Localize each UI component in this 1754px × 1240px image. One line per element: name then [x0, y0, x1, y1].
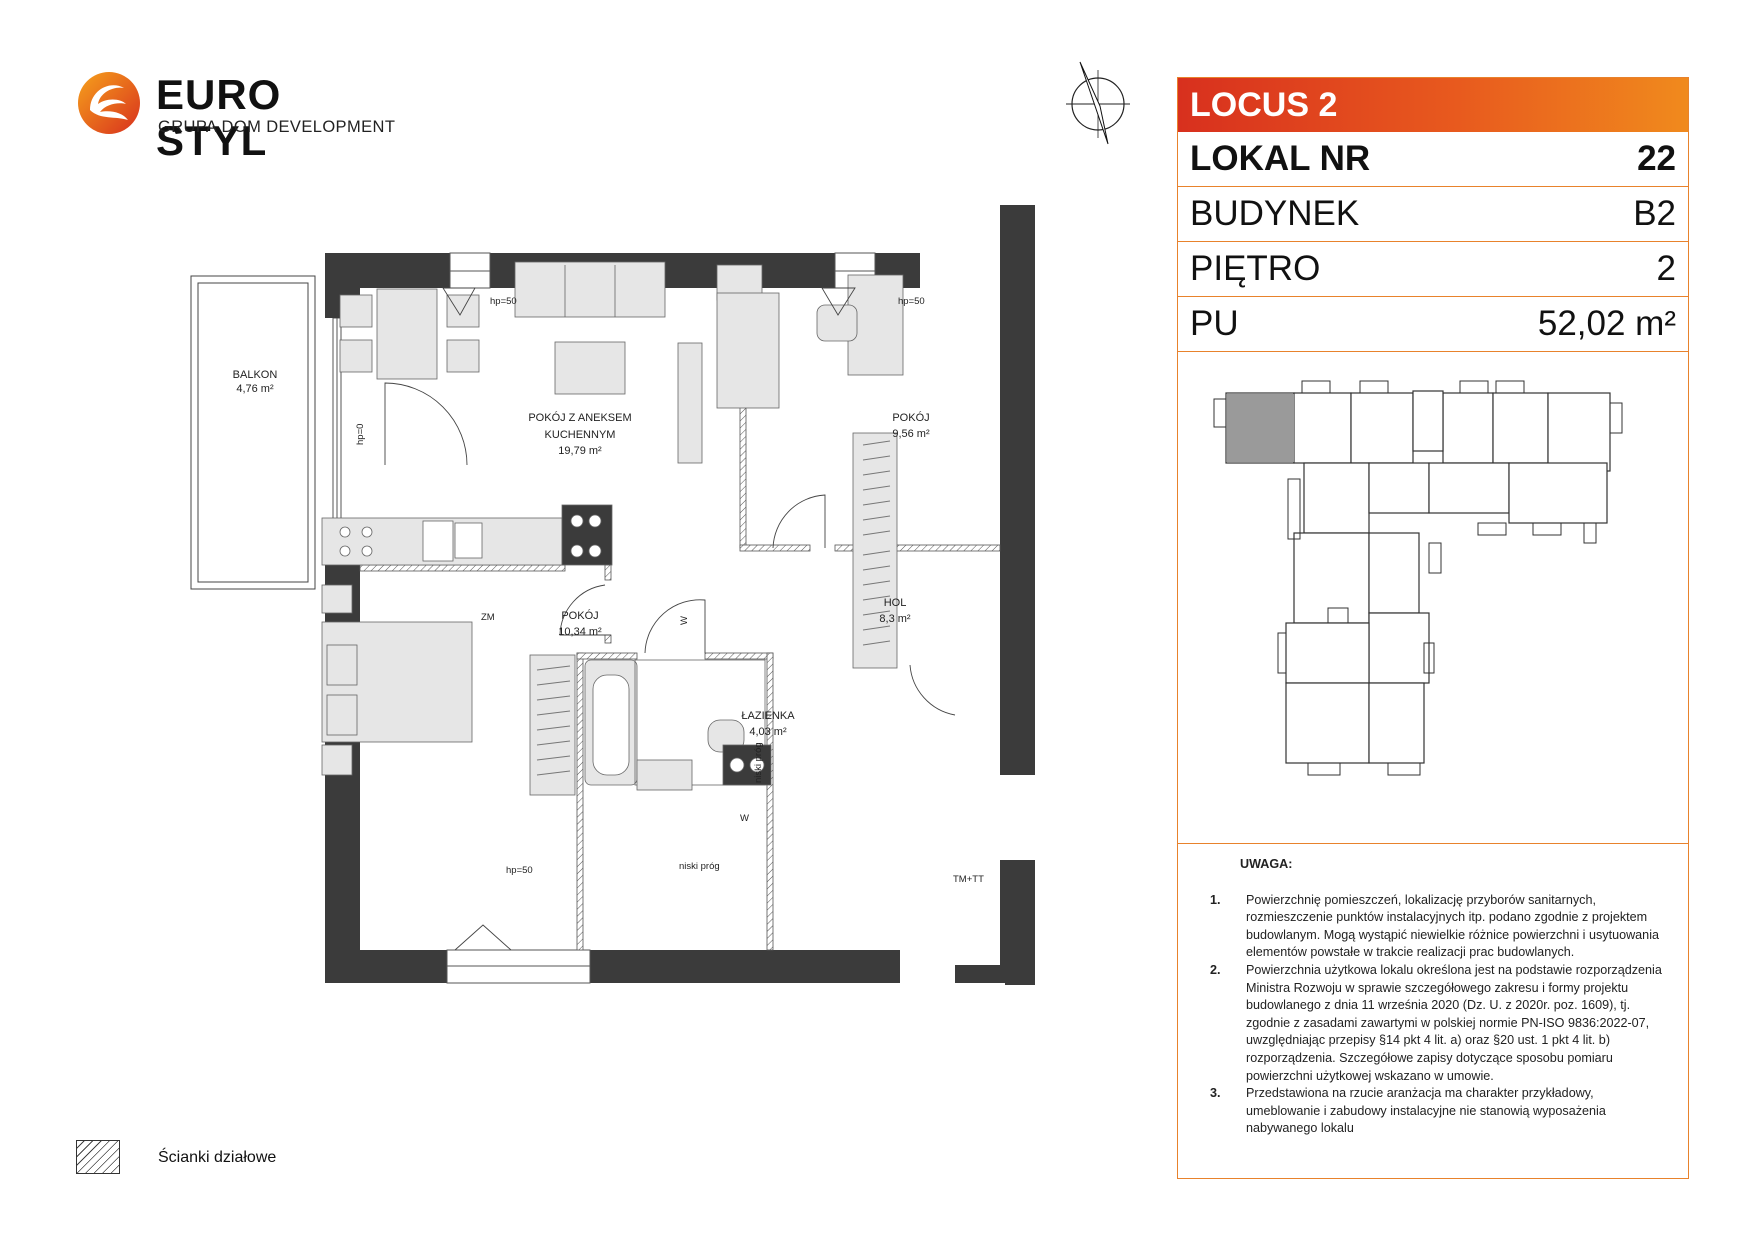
legend-label: Ścianki działowe	[158, 1149, 277, 1166]
hp-bottom: hp=50	[506, 865, 533, 876]
hp-top-right: hp=50	[898, 296, 925, 307]
balcony-area: 4,76 m²	[236, 383, 274, 395]
balcony	[190, 275, 342, 590]
note-text: Przedstawiona na rzucie aranżacja ma cha…	[1246, 1086, 1606, 1136]
tm-tt-label: TM+TT	[953, 874, 984, 885]
row-pu-value: 52,02 m²	[1537, 304, 1676, 343]
niski-prog-1: niski próg	[753, 742, 764, 783]
row-budynek: BUDYNEK B2	[1178, 187, 1688, 242]
note-number: 2.	[1210, 962, 1221, 977]
zm-label: ZM	[481, 612, 495, 623]
partitions	[359, 287, 1001, 951]
bathroom-name: ŁAZIENKA	[741, 710, 795, 722]
living-area: 19,79 m²	[558, 445, 602, 457]
hall-area: 8,3 m²	[879, 613, 911, 625]
north-arrow-icon	[1066, 61, 1130, 145]
row-budynek-value: B2	[1633, 194, 1676, 233]
building-key-plan	[1178, 353, 1688, 844]
bathroom-area: 4,03 m²	[749, 726, 787, 738]
room-left-name: POKÓJ	[561, 609, 598, 622]
project-name: LOCUS 2	[1178, 78, 1688, 132]
row-pu-label: PU	[1190, 304, 1239, 343]
note-text: Powierzchnia użytkowa lokalu określona j…	[1246, 962, 1662, 1083]
notes-title: UWAGA:	[1240, 857, 1293, 871]
row-pietro-value: 2	[1656, 249, 1676, 288]
brand-tagline: GRUPA DOM DEVELOPMENT	[158, 118, 396, 136]
hatch-swatch-icon	[76, 1140, 120, 1174]
room-left-area: 10,34 m²	[558, 626, 602, 638]
hp-top-left: hp=50	[490, 296, 517, 307]
note-item: 1. Powierzchnię pomieszczeń, lokalizację…	[1196, 892, 1670, 962]
unit-info-panel: LOCUS 2 LOKAL NR 22 BUDYNEK B2 PIĘTRO 2 …	[1177, 77, 1689, 1179]
row-pu: PU 52,02 m²	[1178, 297, 1688, 352]
living-name-1: POKÓJ Z ANEKSEM	[528, 411, 631, 424]
row-lokal: LOKAL NR 22	[1178, 132, 1688, 187]
row-lokal-label: LOKAL NR	[1190, 139, 1371, 178]
niski-prog-2: niski próg	[679, 861, 720, 872]
brand-name: EURO STYL	[156, 71, 282, 164]
euro-styl-logo-icon	[78, 72, 140, 134]
doors	[384, 287, 956, 951]
w-bath-label: W	[740, 813, 749, 824]
room-right-name: POKÓJ	[892, 411, 929, 424]
living-name-2: KUCHENNYM	[545, 429, 616, 441]
note-number: 3.	[1210, 1086, 1221, 1101]
balcony-name: BALKON	[233, 369, 278, 381]
brand-logo: EURO STYL GRUPA DOM DEVELOPMENT	[76, 70, 396, 164]
note-item: 3. Przedstawiona na rzucie aranżacja ma …	[1196, 1085, 1670, 1138]
row-pietro: PIĘTRO 2	[1178, 242, 1688, 297]
w-kitchen-label: W	[679, 616, 690, 625]
legend: Ścianki działowe	[76, 1140, 376, 1180]
row-budynek-label: BUDYNEK	[1190, 194, 1360, 233]
note-number: 1.	[1210, 892, 1221, 907]
row-pietro-label: PIĘTRO	[1190, 249, 1321, 288]
hall-name: HOL	[884, 597, 907, 609]
note-text: Powierzchnię pomieszczeń, lokalizację pr…	[1246, 892, 1659, 960]
notes-section: UWAGA: 1. Powierzchnię pomieszczeń, loka…	[1178, 846, 1688, 1138]
row-lokal-value: 22	[1637, 139, 1676, 178]
floor-plan: BALKON 4,76 m² POKÓJ Z ANEKSEM KUCHENNYM…	[190, 205, 1035, 985]
key-plan-drawing	[1213, 380, 1623, 776]
furniture	[321, 261, 904, 796]
hp-balcony: hp=0	[355, 424, 366, 445]
note-item: 2. Powierzchnia użytkowa lokalu określon…	[1196, 962, 1670, 1085]
room-right-area: 9,56 m²	[892, 428, 930, 440]
